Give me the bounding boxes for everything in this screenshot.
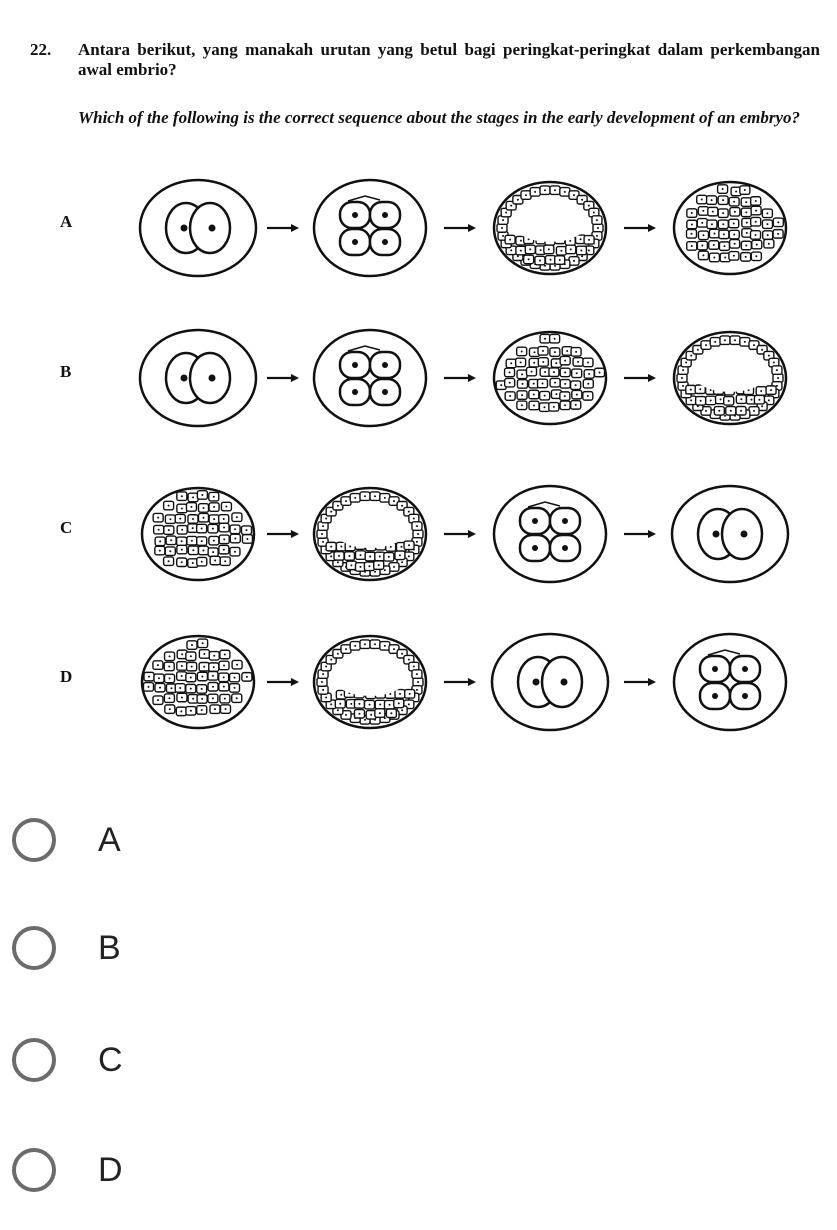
stage-two-cell-icon	[138, 328, 258, 428]
radio-unchecked-icon[interactable]	[12, 1038, 56, 1082]
right-arrow-icon	[624, 530, 656, 538]
right-arrow-icon	[624, 374, 656, 382]
stage-four-cell-icon	[672, 632, 788, 732]
question-text-english: Which of the following is the correct se…	[78, 108, 800, 127]
question-text-malay: Antara berikut, yang manakah urutan yang…	[78, 40, 820, 79]
stage-four-cell-icon	[312, 178, 428, 278]
option-label: C	[98, 1040, 123, 1079]
embryo-stage-diagram	[138, 178, 788, 278]
right-arrow-icon	[444, 224, 476, 232]
diagram-row-label-a: A	[60, 212, 73, 231]
radio-unchecked-icon[interactable]	[12, 818, 56, 862]
right-arrow-icon	[444, 530, 476, 538]
option-d[interactable]: D	[12, 1140, 312, 1200]
diagram-row-label-d: D	[60, 667, 73, 686]
right-arrow-icon	[267, 530, 299, 538]
right-arrow-icon	[624, 678, 656, 686]
question-number: 22.	[30, 40, 52, 59]
stage-morula-icon	[140, 486, 256, 582]
embryo-stage-diagram	[138, 328, 788, 428]
right-arrow-icon	[624, 224, 656, 232]
stage-morula-icon	[672, 180, 788, 276]
diagram-row-label-b: B	[60, 362, 72, 381]
right-arrow-icon	[267, 678, 299, 686]
diagram-row-b	[130, 318, 790, 438]
option-label: A	[98, 820, 121, 859]
embryo-stage-diagram	[140, 484, 790, 584]
diagram-row-c	[130, 474, 790, 594]
option-b[interactable]: B	[12, 918, 312, 978]
stage-two-cell-icon	[670, 484, 790, 584]
radio-unchecked-icon[interactable]	[12, 926, 56, 970]
stage-four-cell-icon	[312, 328, 428, 428]
right-arrow-icon	[444, 374, 476, 382]
embryo-stage-diagram	[140, 632, 788, 732]
stage-blastula-icon	[312, 634, 428, 730]
option-label: B	[98, 928, 121, 967]
stage-morula-icon	[492, 330, 608, 426]
stage-blastula-icon	[312, 486, 428, 582]
diagram-row-label-c: C	[60, 518, 73, 537]
diagram-row-a	[130, 168, 790, 288]
option-label: D	[98, 1150, 123, 1189]
diagram-row-d	[130, 622, 790, 742]
right-arrow-icon	[267, 374, 299, 382]
right-arrow-icon	[444, 678, 476, 686]
right-arrow-icon	[267, 224, 299, 232]
stage-two-cell-icon	[490, 632, 610, 732]
stage-blastula-icon	[672, 330, 788, 426]
option-c[interactable]: C	[12, 1030, 312, 1090]
stage-two-cell-icon	[138, 178, 258, 278]
stage-four-cell-icon	[492, 484, 608, 584]
option-a[interactable]: A	[12, 810, 312, 870]
stage-blastula-icon	[492, 180, 608, 276]
radio-unchecked-icon[interactable]	[12, 1148, 56, 1192]
stage-morula-icon	[140, 634, 256, 730]
